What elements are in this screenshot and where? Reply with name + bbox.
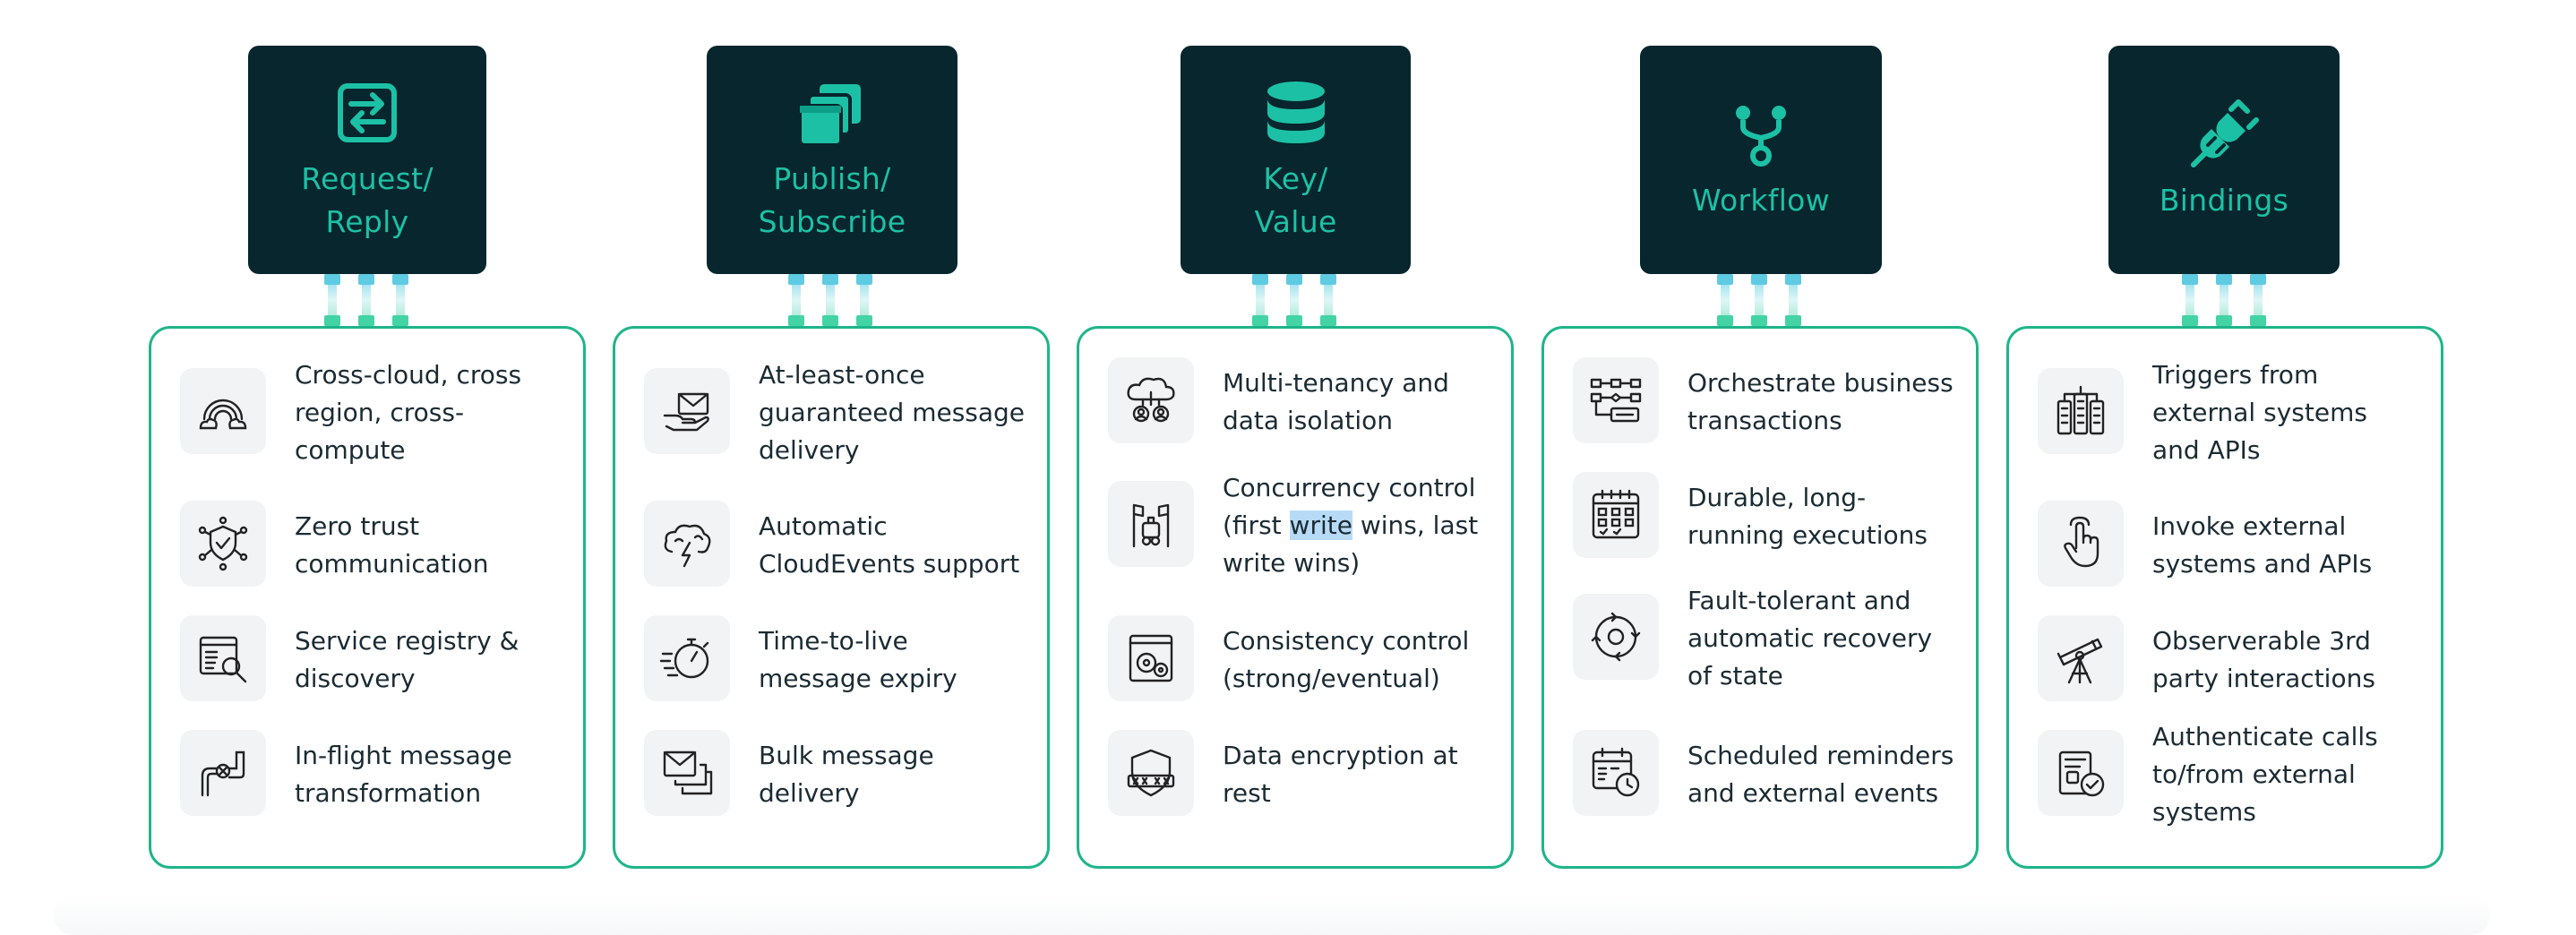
feature-text: Consistency control (strong/eventual) [1223,626,1470,693]
feature-item: Observerable 3rd party interactions [2038,615,2423,705]
connector-pins [324,274,410,326]
racing-flags-icon [1108,481,1194,567]
stacked-windows-icon [798,83,861,147]
telescope-icon [2038,615,2124,701]
feature-text: Cross-cloud, cross region, cross-compute [295,360,522,465]
feature-text-part: Concurrency control (first [1223,473,1476,540]
feature-item: Time-to-live message expiry [644,615,1029,705]
category-title-line: Bindings [2159,182,2289,218]
category-title-line: Value [1254,203,1337,239]
category-tile-workflow: Workflow [1640,46,1882,274]
feature-text: At-least-once guaranteed message deliver… [759,360,1026,465]
category-tile-key-value: Key/ Value [1181,46,1411,274]
storm-cloud-icon [644,501,730,587]
feature-item: Data encryption at rest [1108,730,1493,819]
feature-card-workflow: Orchestrate business transactions Durabl… [1541,326,1979,869]
cloud-users-icon [1108,357,1194,443]
stopwatch-speed-icon [644,615,730,701]
bottom-shadow [54,896,2490,935]
envelopes-icon [644,730,730,816]
feature-item: Scheduled reminders and external events [1573,730,1958,819]
finger-tap-icon [2038,501,2124,587]
authenticated-device-icon [2038,730,2124,816]
feature-item: Automatic CloudEvents support [644,501,1029,590]
pipe-valve-icon [180,730,266,816]
category-title-line: Reply [325,203,409,239]
category-tile-publish-subscribe: Publish/ Subscribe [707,46,957,274]
feature-item: Triggers from external systems and APIs [2038,360,2423,465]
feature-item: Fault-tolerant and automatic recovery of… [1573,586,1958,691]
feature-text: Orchestrate business transactions [1687,368,1953,435]
swap-arrows-icon [338,82,397,142]
connector-pins [1252,274,1338,326]
document-gears-icon [1108,615,1194,701]
highlighted-word: write [1289,510,1352,540]
category-title-line: Request/ [301,160,434,196]
feature-text-part: wins, last write wins) [1223,510,1479,578]
connector-pins [1717,274,1803,326]
shield-network-icon [180,501,266,587]
feature-item: Bulk message delivery [644,730,1029,819]
feature-card-publish-subscribe: At-least-once guaranteed message deliver… [613,326,1050,869]
hand-envelope-icon [644,368,730,454]
feature-item: Service registry & discovery [180,615,565,705]
feature-text: Observerable 3rd party interactions [2152,626,2375,693]
category-title-line: Publish/ [773,160,891,196]
feature-item: Consistency control (strong/eventual) [1108,615,1493,705]
category-title-line: Key/ [1263,160,1328,196]
encrypted-shield-icon [1108,730,1194,816]
feature-text: Automatic CloudEvents support [759,511,1020,579]
feature-text: Invoke external systems and APIs [2152,511,2373,579]
feature-card-key-value: Multi-tenancy and data isolation Concurr… [1077,326,1514,869]
feature-item: Durable, long-running executions [1573,472,1958,562]
category-tile-bindings: Bindings [2108,46,2340,274]
feature-item: Concurrency control (first write wins, l… [1108,473,1493,578]
feature-text: Triggers from external systems and APIs [2152,360,2367,465]
category-tile-request-reply: Request/ Reply [248,46,486,274]
feature-text: Data encryption at rest [1223,741,1458,808]
calendar-clock-icon [1573,730,1659,816]
category-title-line: Subscribe [758,203,906,239]
feature-text: Multi-tenancy and data isolation [1223,368,1449,435]
connector-pins [788,274,874,326]
flowchart-icon [1573,357,1659,443]
feature-card-bindings: Triggers from external systems and APIs … [2006,326,2443,869]
feature-text: Durable, long-running executions [1687,483,1928,550]
database-icon [1267,81,1325,143]
feature-item: Invoke external systems and APIs [2038,501,2423,590]
feature-card-request-reply: Cross-cloud, cross region, cross-compute… [149,326,586,869]
feature-text: Zero trust communication [295,511,489,579]
feature-text: In-flight message transformation [295,741,512,808]
feature-item: Orchestrate business transactions [1573,357,1958,447]
registry-search-icon [180,615,266,701]
feature-item: Cross-cloud, cross region, cross-compute [180,360,565,465]
feature-text: Concurrency control (first write wins, l… [1223,469,1491,582]
feature-item: Authenticate calls to/from external syst… [2038,722,2423,827]
feature-text: Scheduled reminders and external events [1687,741,1954,808]
feature-item: In-flight message transformation [180,730,565,819]
feature-item: Zero trust communication [180,501,565,590]
rainbow-clouds-icon [180,368,266,454]
calendar-grid-icon [1573,472,1659,558]
server-stack-icon [2038,368,2124,454]
feature-item: Multi-tenancy and data isolation [1108,357,1493,447]
connector-pins [2182,274,2268,326]
branch-icon [1736,105,1786,167]
feature-text: Service registry & discovery [295,626,519,693]
recovery-cycle-icon [1573,594,1659,680]
feature-text: Fault-tolerant and automatic recovery of… [1687,586,1933,691]
feature-item: At-least-once guaranteed message deliver… [644,360,1029,465]
feature-text: Bulk message delivery [759,741,934,808]
category-title-line: Workflow [1692,182,1830,218]
feature-text: Authenticate calls to/from external syst… [2152,722,2378,827]
feature-text: Time-to-live message expiry [759,626,957,693]
plug-icon [2191,99,2259,167]
